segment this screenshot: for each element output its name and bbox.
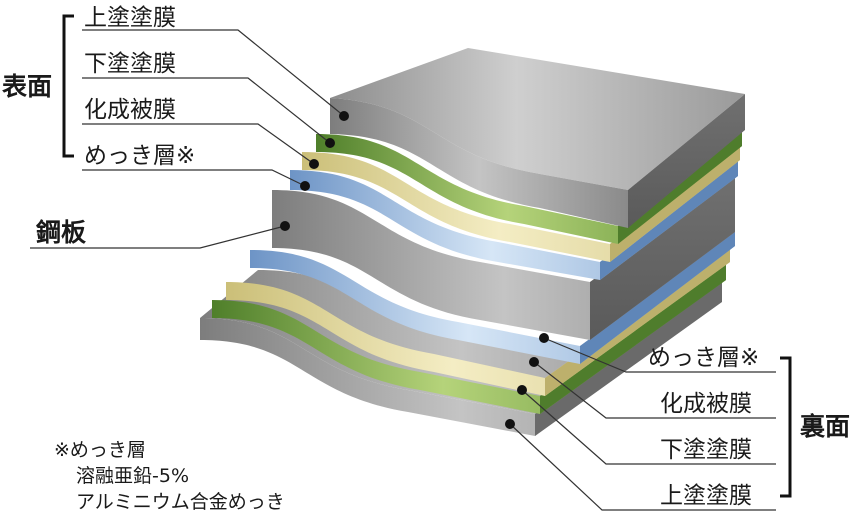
leader-back-primer xyxy=(521,389,776,465)
back-label-top-coat: 上塗塗膜 xyxy=(660,483,752,509)
front-plating-layer xyxy=(290,160,738,280)
front-top-coat-layer xyxy=(330,48,745,228)
dot-core xyxy=(280,221,290,231)
back-label-primer: 下塗塗膜 xyxy=(660,437,752,463)
dot-back-conversion xyxy=(529,357,539,367)
front-label-conversion: 化成被膜 xyxy=(84,97,176,123)
back-label-conversion: 化成被膜 xyxy=(660,391,752,417)
front-bracket xyxy=(62,14,74,158)
leader-front-conversion xyxy=(82,123,315,165)
leader-back-conversion xyxy=(533,361,776,419)
footnote-title: ※めっき層 xyxy=(54,439,146,461)
leader-back-top-coat xyxy=(509,423,776,511)
dot-front-primer xyxy=(325,138,335,148)
front-label-top-coat: 上塗塗膜 xyxy=(84,5,176,31)
footnote-line-2: 溶融亜鉛-5% xyxy=(76,465,189,487)
core-label: 鋼板 xyxy=(36,218,87,247)
front-label-primer: 下塗塗膜 xyxy=(84,51,176,77)
front-leader-lines xyxy=(30,29,345,249)
dot-front-plating xyxy=(300,181,310,191)
front-label-plating: めっき層※ xyxy=(84,143,196,169)
front-leader-dots xyxy=(280,111,349,231)
leader-core xyxy=(30,225,286,249)
back-group-label: 裏面 xyxy=(800,412,851,441)
leader-front-primer xyxy=(82,77,331,144)
back-plating-layer xyxy=(250,232,735,364)
layer-stack xyxy=(200,48,745,436)
dot-front-conversion xyxy=(309,159,319,169)
dot-back-plating xyxy=(539,333,549,343)
back-bracket xyxy=(780,356,792,498)
back-leader-lines xyxy=(509,337,776,511)
leader-front-top-coat xyxy=(82,29,345,117)
leader-front-plating xyxy=(82,169,306,187)
dot-back-primer xyxy=(517,385,527,395)
back-label-plating: めっき層※ xyxy=(648,345,760,371)
dot-back-top-coat xyxy=(505,419,515,429)
steel-core-layer xyxy=(272,176,735,340)
back-leader-dots xyxy=(505,333,549,429)
dot-front-top-coat xyxy=(339,111,349,121)
front-group-label: 表面 xyxy=(2,72,53,101)
leader-back-plating xyxy=(543,337,776,373)
footnote-line-3: アルミニウム合金めっき xyxy=(76,491,285,513)
